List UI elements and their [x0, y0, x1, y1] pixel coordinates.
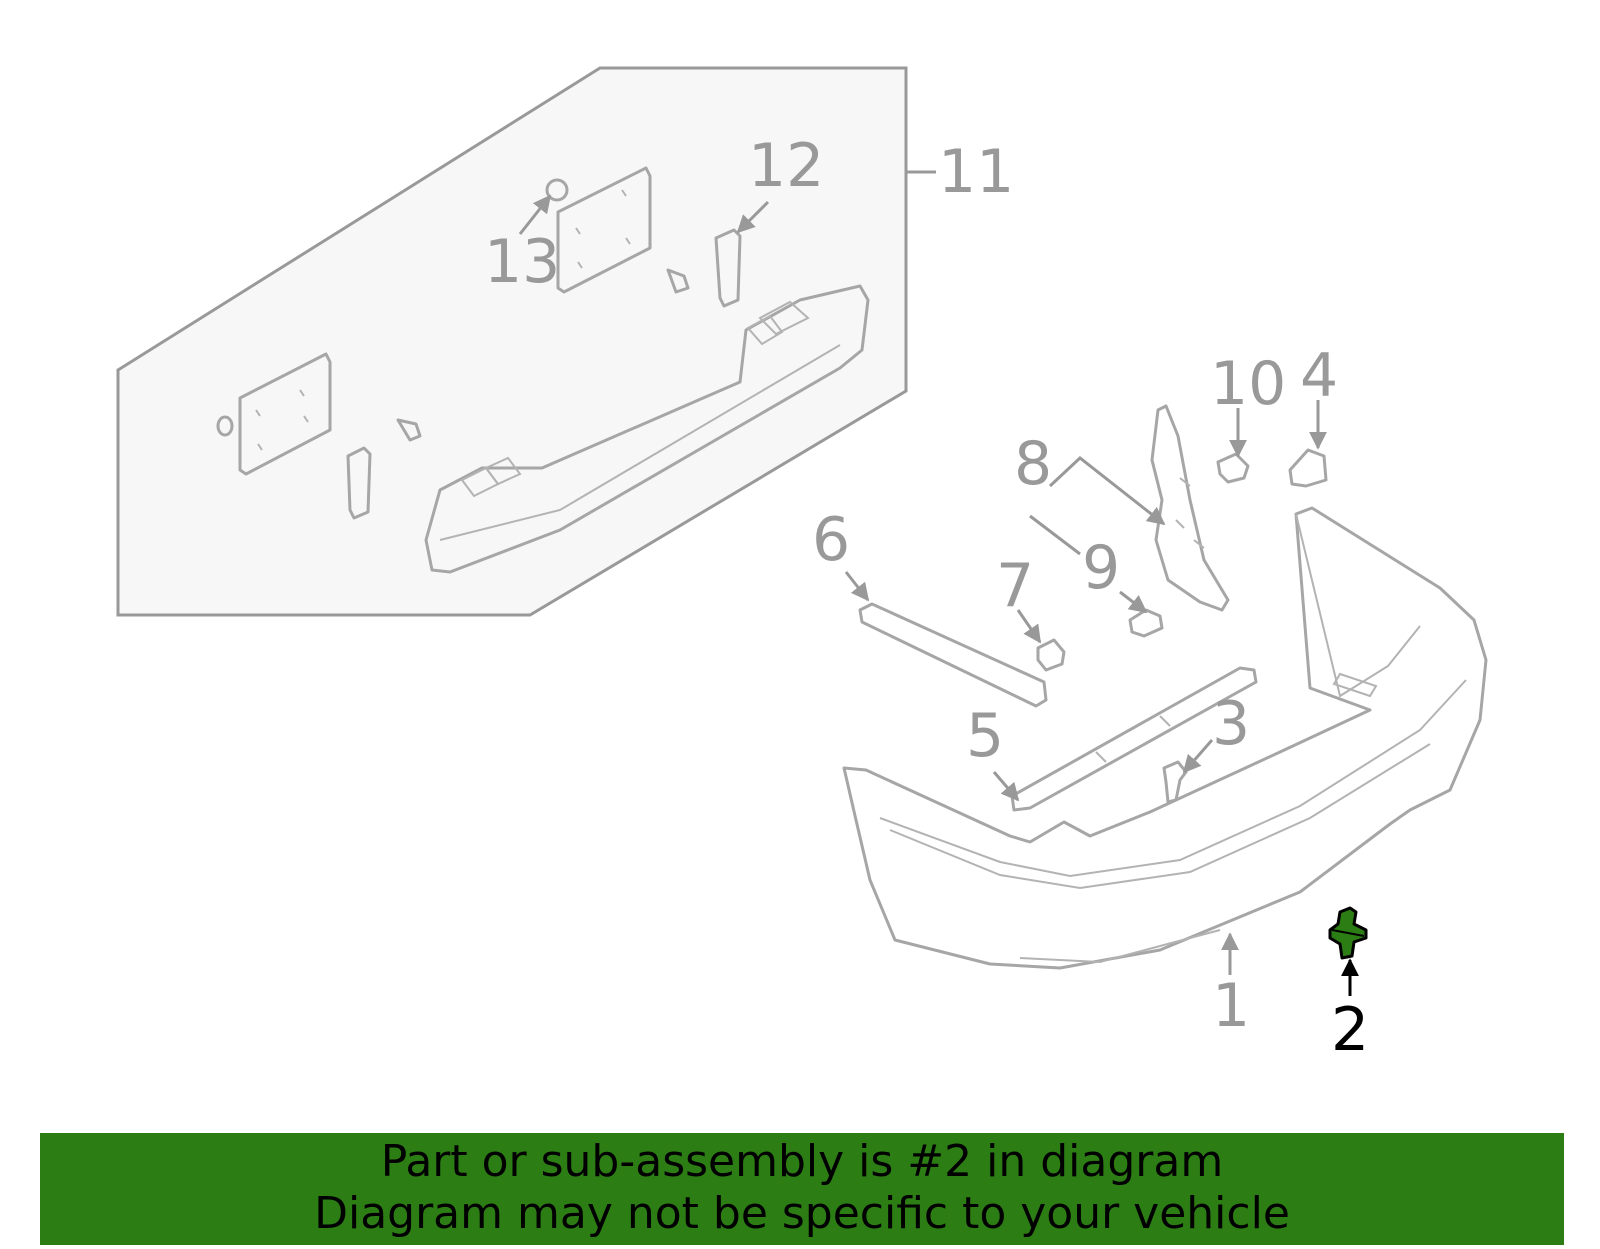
label-10: 10 [1210, 349, 1286, 419]
subassembly-inset [116, 66, 936, 617]
inset-plate-bracket-upper [545, 166, 742, 308]
part-9-clip [1128, 608, 1164, 638]
inset-plate-bracket-lower [216, 352, 422, 520]
inset-bumper-cover [424, 284, 870, 574]
callout-labels: 1 2 3 4 5 6 7 8 9 10 11 12 13 [484, 131, 1369, 1065]
label-7: 7 [996, 551, 1034, 621]
part-5-reinforcement [1010, 666, 1258, 812]
banner-line-1: Part or sub-assembly is #2 in diagram [380, 1136, 1224, 1187]
part-6-strip [858, 602, 1048, 708]
label-8: 8 [1014, 429, 1052, 499]
part-3-bolt [1162, 760, 1188, 804]
banner-line-2: Diagram may not be specific to your vehi… [314, 1188, 1290, 1239]
part-8-bracket [1150, 404, 1230, 612]
leader-lines [518, 194, 1359, 996]
label-4: 4 [1300, 341, 1338, 411]
label-2[interactable]: 2 [1331, 995, 1369, 1065]
info-banner: Part or sub-assembly is #2 in diagram Di… [40, 1133, 1564, 1245]
part-10-fastener [1216, 452, 1250, 484]
label-1: 1 [1212, 971, 1250, 1041]
label-9: 9 [1082, 533, 1120, 603]
part-4-fastener [1288, 448, 1328, 488]
part-1-bumper-cover [842, 506, 1488, 970]
label-3: 3 [1212, 689, 1250, 759]
part-2-clip[interactable] [1328, 906, 1368, 960]
label-13: 13 [484, 227, 560, 297]
label-5: 5 [966, 701, 1004, 771]
label-6: 6 [812, 505, 850, 575]
label-12: 12 [748, 131, 824, 201]
part-7-retainer [1036, 638, 1066, 672]
label-11: 11 [938, 137, 1014, 207]
